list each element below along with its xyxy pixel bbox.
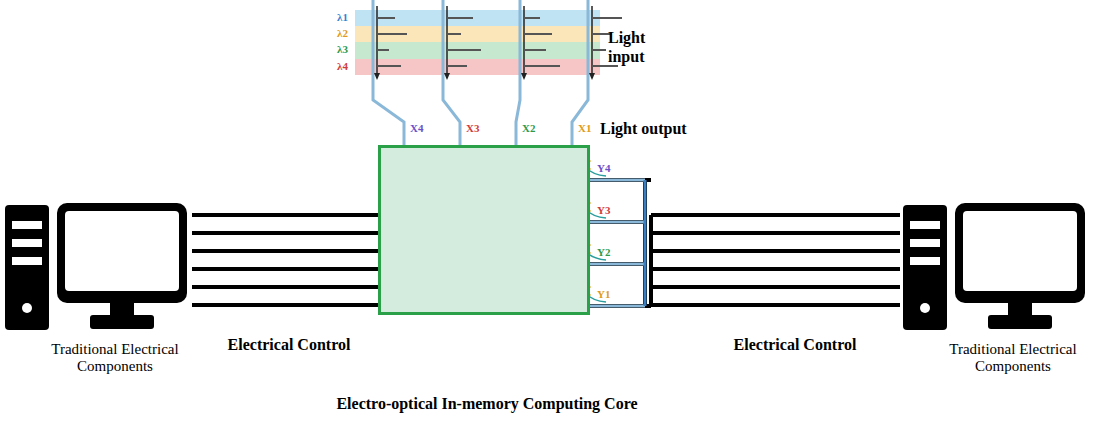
signal-axis (523, 6, 525, 78)
computer-icon (900, 203, 1090, 333)
core-title: Electro-optical In-memory Computing Core (321, 394, 653, 413)
output-bracket (644, 180, 647, 306)
power-button (920, 303, 930, 313)
drive-slot (12, 221, 42, 229)
monitor-base (90, 315, 154, 329)
signal-spike (524, 33, 552, 35)
signal-arrowhead (589, 73, 595, 80)
signal-spike (592, 65, 618, 67)
computer-node: Traditional Electrical Components (900, 203, 1090, 376)
light-input-label: Light input (608, 28, 668, 66)
wavelength-label: λ3 (337, 43, 348, 55)
power-button (22, 303, 32, 313)
signal-spike (524, 65, 560, 67)
output-signal-label: Y3 (597, 204, 610, 216)
monitor (57, 203, 187, 303)
edge-label: Electrical Control (700, 336, 890, 354)
computer-node: Traditional Electrical Components (2, 203, 192, 376)
wavelength-band (355, 26, 600, 42)
illustration-strokes (373, 0, 622, 314)
wavelength-band (355, 42, 600, 59)
light-output-label: Light output (600, 120, 687, 138)
signal-spike (447, 17, 473, 19)
drive-slot (12, 239, 42, 247)
input-waveguide (516, 0, 520, 146)
output-signal-label: Y4 (597, 162, 610, 174)
signal-axis (591, 6, 593, 78)
wavelength-label: λ2 (337, 27, 348, 39)
monitor-base (988, 315, 1052, 329)
input-waveguide (373, 0, 404, 146)
signal-arrowhead (521, 73, 527, 80)
signal-spike (377, 33, 407, 35)
wavelength-label: λ4 (337, 60, 348, 72)
signal-spike (524, 49, 546, 51)
edge-label: Electrical Control (196, 336, 382, 354)
wavelength-label: λ1 (337, 11, 348, 23)
signal-axis (376, 6, 378, 78)
signal-spike (524, 17, 540, 19)
drive-slot (12, 257, 42, 265)
signal-arrowhead (374, 73, 380, 80)
monitor-stand (110, 303, 134, 317)
signal-spike (447, 65, 467, 67)
signal-spike (377, 49, 389, 51)
drive-slot (910, 221, 940, 229)
computer-icon (2, 203, 192, 333)
input-signal-label: X3 (466, 122, 479, 134)
wavelength-band (355, 10, 600, 26)
computing-core: Electro-optical In-memory Computing Core (378, 145, 590, 315)
control-wire-bundle (192, 215, 378, 305)
drive-slot (910, 257, 940, 265)
control-wire-bundle (590, 180, 900, 306)
signal-arrowhead (444, 73, 450, 80)
wavelength-band (355, 59, 600, 75)
drive-slot (910, 239, 940, 247)
signal-spike (592, 17, 622, 19)
signal-spike (447, 49, 481, 51)
signal-spike (377, 65, 401, 67)
output-waveguide (590, 180, 645, 306)
output-signal-label: Y1 (597, 288, 610, 300)
signal-spike (592, 49, 606, 51)
monitor-stand (1008, 303, 1032, 317)
input-signal-label: X2 (522, 122, 535, 134)
input-signal-label: X1 (578, 122, 591, 134)
component-label: Traditional Electrical Components (938, 341, 1088, 376)
input-signal-label: X4 (410, 122, 423, 134)
monitor-screen (963, 211, 1077, 291)
monitor-screen (65, 211, 179, 291)
computer-tower (903, 205, 947, 330)
control-wire (590, 180, 900, 306)
signal-spike (377, 17, 395, 19)
control-wire (192, 215, 378, 305)
signal-axis (446, 6, 448, 78)
component-label: Traditional Electrical Components (40, 341, 190, 376)
monitor (955, 203, 1085, 303)
input-waveguide (443, 0, 460, 146)
computer-tower (5, 205, 49, 330)
signal-spike (447, 33, 461, 35)
output-signal-label: Y2 (597, 246, 610, 258)
